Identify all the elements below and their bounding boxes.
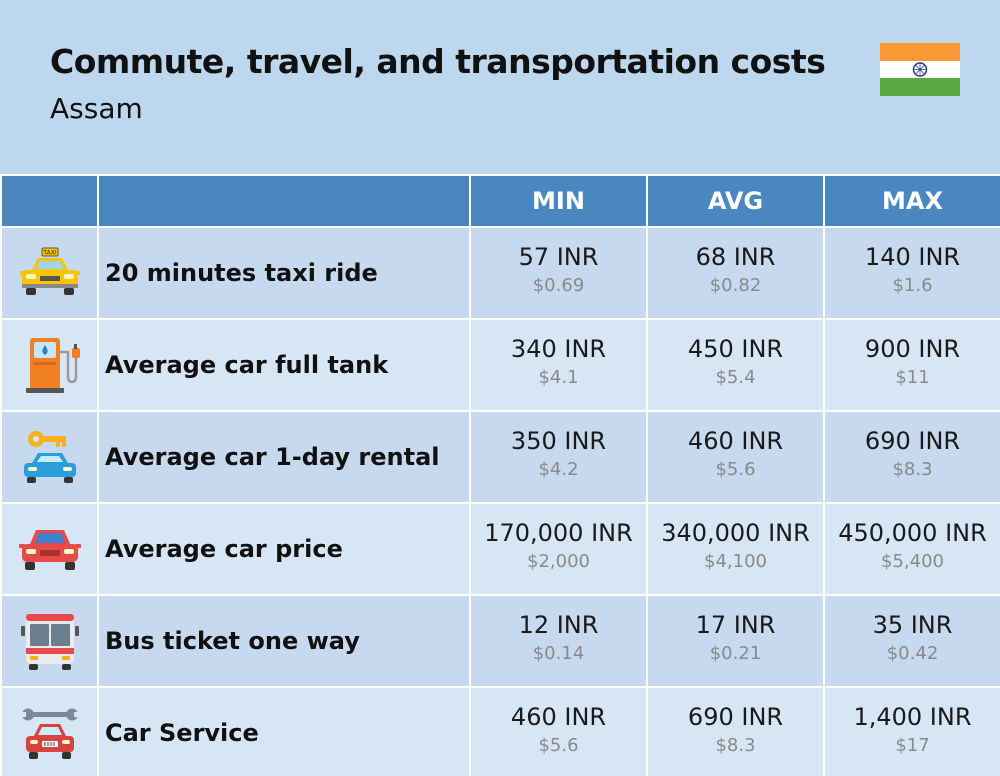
max-usd: $1.6 [892,275,933,296]
max-inr: 450,000 INR [838,519,987,547]
max-usd: $5,400 [881,551,944,572]
max-inr: 1,400 INR [853,703,972,731]
cost-table: MIN AVG MAX TAXI [0,174,1000,776]
max-cell: 35 INR $0.42 [823,594,1000,688]
row-label: 20 minutes taxi ride [97,226,471,320]
row-label: Bus ticket one way [97,594,471,688]
max-inr: 35 INR [872,611,953,639]
avg-usd: $4,100 [704,551,767,572]
row-label: Average car price [97,502,471,596]
avg-cell: 340,000 INR $4,100 [646,502,825,596]
min-usd: $0.14 [532,643,585,664]
page-subtitle: Assam [50,92,143,125]
min-usd: $2,000 [527,551,590,572]
max-usd: $11 [895,367,930,388]
min-inr: 57 INR [518,243,599,271]
max-usd: $17 [895,735,930,756]
avg-usd: $5.4 [715,367,756,388]
table-row: TAXI 20 minutes taxi ride 57 INR $ [0,226,1000,320]
max-cell: 690 INR $8.3 [823,410,1000,504]
min-cell: 57 INR $0.69 [469,226,648,320]
avg-inr: 17 INR [695,611,776,639]
avg-inr: 340,000 INR [661,519,810,547]
max-cell: 1,400 INR $17 [823,686,1000,776]
max-cell: 900 INR $11 [823,318,1000,412]
avg-cell: 68 INR $0.82 [646,226,825,320]
table-row: Average car full tank 340 INR $4.1 450 I… [0,318,1000,412]
avg-cell: 450 INR $5.4 [646,318,825,412]
avg-cell: 690 INR $8.3 [646,686,825,776]
avg-inr: 68 INR [695,243,776,271]
min-inr: 350 INR [510,427,607,455]
header-avg: AVG [646,174,825,228]
header: Commute, travel, and transportation cost… [0,0,1000,174]
max-usd: $8.3 [892,459,933,480]
min-inr: 12 INR [518,611,599,639]
row-label: Average car 1-day rental [97,410,471,504]
avg-usd: $0.82 [709,275,762,296]
avg-usd: $0.21 [709,643,762,664]
min-cell: 340 INR $4.1 [469,318,648,412]
table-row: Car Service 460 INR $5.6 690 INR $8.3 1,… [0,686,1000,776]
max-inr: 140 INR [864,243,961,271]
max-inr: 900 INR [864,335,961,363]
india-flag-icon [880,43,960,96]
min-cell: 460 INR $5.6 [469,686,648,776]
min-cell: 12 INR $0.14 [469,594,648,688]
avg-usd: $5.6 [715,459,756,480]
car-icon [18,530,81,570]
avg-inr: 460 INR [687,427,784,455]
min-inr: 340 INR [510,335,607,363]
header-min: MIN [469,174,648,228]
avg-inr: 450 INR [687,335,784,363]
bus-icon [20,614,79,670]
max-cell: 450,000 INR $5,400 [823,502,1000,596]
header-item-column [97,174,471,228]
max-usd: $0.42 [886,643,939,664]
max-inr: 690 INR [864,427,961,455]
min-usd: $0.69 [532,275,585,296]
max-cell: 140 INR $1.6 [823,226,1000,320]
min-usd: $4.2 [538,459,579,480]
avg-usd: $8.3 [715,735,756,756]
car-service-wrench-icon [19,708,80,759]
taxi-icon: TAXI [19,247,80,295]
fuel-pump-icon [25,338,80,393]
svg-text:TAXI: TAXI [42,250,56,257]
min-inr: 460 INR [510,703,607,731]
avg-cell: 17 INR $0.21 [646,594,825,688]
header-icon-column [0,174,99,228]
table-header-row: MIN AVG MAX [0,174,1000,228]
header-max: MAX [823,174,1000,228]
row-label: Average car full tank [97,318,471,412]
min-cell: 170,000 INR $2,000 [469,502,648,596]
page-title: Commute, travel, and transportation cost… [50,42,826,81]
avg-inr: 690 INR [687,703,784,731]
row-label: Car Service [97,686,471,776]
min-usd: $5.6 [538,735,579,756]
table-row: Average car 1-day rental 350 INR $4.2 46… [0,410,1000,504]
min-inr: 170,000 INR [484,519,633,547]
min-usd: $4.1 [538,367,579,388]
table-row: Average car price 170,000 INR $2,000 340… [0,502,1000,596]
avg-cell: 460 INR $5.6 [646,410,825,504]
car-rental-key-icon [23,431,76,483]
table-row: Bus ticket one way 12 INR $0.14 17 INR $… [0,594,1000,688]
min-cell: 350 INR $4.2 [469,410,648,504]
